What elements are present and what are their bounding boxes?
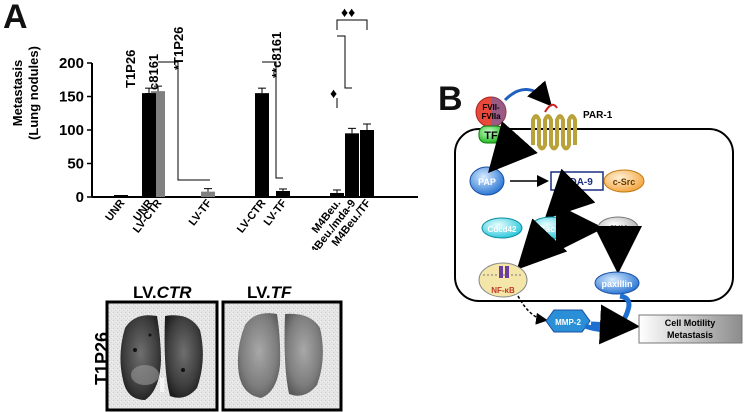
legend-label: c8161	[146, 54, 161, 90]
mda9-label: MDA-9	[561, 177, 593, 188]
paxillin-node: paxillin	[594, 271, 640, 295]
jnk-node: JNK	[597, 216, 639, 240]
par1-receptor: PAR-1	[531, 103, 613, 151]
y-tick-label: 150	[59, 89, 84, 106]
mda9-node: MDA-9	[550, 171, 604, 191]
panel-b-letter: B	[438, 80, 463, 118]
rac1-label: Rac-1	[539, 224, 564, 234]
fvii-node: FVII- FVIIa	[475, 96, 507, 128]
significance-bracket-t1p26	[158, 61, 210, 181]
fvii-to-par1-arrow	[503, 80, 552, 107]
fvii-label: FVII-	[482, 103, 500, 112]
lung-images	[105, 300, 343, 412]
significance-bracket-inner	[337, 35, 352, 89]
significance-bracket-c8161	[262, 61, 283, 179]
mda9-to-rac1-arrow	[544, 168, 596, 220]
lung-image-ctr	[105, 300, 219, 412]
legend-label: T1P26	[123, 50, 138, 88]
jnk-label: JNK	[609, 224, 628, 234]
significance-label: ♦♦	[341, 4, 355, 20]
mmp2-node: MMP-2	[545, 309, 591, 333]
bar-c8161	[255, 93, 269, 197]
rac1-to-nfkb-arrow	[516, 218, 568, 270]
lung-title-left-prefix: LV.	[133, 283, 157, 302]
bar-c8161	[360, 130, 374, 197]
pap-label: PAP	[478, 177, 496, 187]
fviia-label: FVIIa	[481, 112, 501, 121]
bar-c8161	[142, 93, 156, 197]
y-tick-label: 200	[59, 55, 84, 72]
tf-node: TF	[478, 125, 505, 144]
bar-c8161	[345, 133, 359, 197]
cdc42-node: Cdcd42	[481, 217, 523, 239]
y-tick-label: 50	[67, 156, 84, 173]
significance-label: ♦	[330, 85, 337, 101]
y-tick-label: 0	[76, 189, 84, 206]
cdc42-label: Cdcd42	[488, 225, 517, 234]
motility-label-2: Metastasis	[667, 330, 713, 340]
tf-to-pap-arrow	[488, 121, 538, 173]
pap-node: PAP	[469, 166, 505, 196]
mmp2-label: MMP-2	[555, 318, 581, 327]
bar-c8161	[276, 190, 290, 197]
mmp2-to-motility-arrow	[590, 304, 640, 345]
y-tick-label: 100	[59, 122, 84, 139]
bar-c8161	[330, 192, 344, 197]
motility-label-1: Cell Motility	[665, 318, 716, 328]
motility-box: Cell Motility Metastasis	[638, 314, 743, 344]
csrc-label: c-Src	[613, 177, 636, 187]
nfkb-node: NF-κB	[478, 262, 528, 298]
panel-a-letter: A	[3, 0, 28, 36]
tf-label: TF	[484, 130, 498, 142]
bar-t1p26	[201, 191, 215, 197]
csrc-node: c-Src	[603, 169, 645, 193]
nfkb-to-mmp2-arrow	[517, 295, 548, 325]
rac1-node: Rac-1	[529, 216, 573, 240]
par1-label: PAR-1	[583, 110, 613, 121]
significance-label: *T1P26	[171, 27, 186, 70]
significance-label: **c8161	[269, 32, 284, 78]
lung-title-right: LV.TF	[247, 283, 291, 303]
paxillin-label: paxillin	[601, 279, 632, 289]
cell-membrane	[454, 128, 734, 302]
lung-title-right-italic: TF	[270, 283, 292, 302]
nfkb-label: NF-κB	[491, 286, 515, 295]
lung-title-left-italic: CTR	[156, 283, 192, 302]
lung-image-tf	[221, 300, 343, 412]
lung-title-right-prefix: LV.	[247, 283, 271, 302]
significance-bracket-double	[336, 19, 368, 30]
lung-title-left: LV.CTR	[133, 283, 192, 303]
